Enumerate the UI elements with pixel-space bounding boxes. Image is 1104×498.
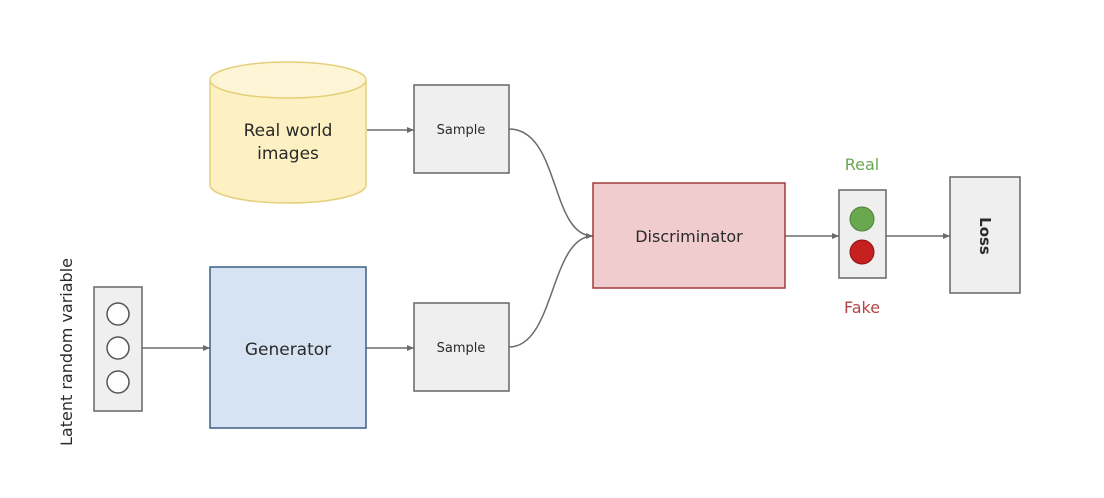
sample-fake-label: Sample	[437, 341, 486, 356]
real-label: Real	[845, 155, 880, 174]
edge-sample-real-to-discriminator	[508, 128, 594, 239]
fake-label: Fake	[844, 298, 880, 317]
sample-fake-node: Sample	[413, 302, 510, 392]
real-images-label-line2: images	[257, 144, 319, 164]
latent-circle	[106, 336, 130, 360]
latent-circle	[106, 302, 130, 326]
fake-indicator-icon	[849, 239, 875, 265]
discriminator-node: Discriminator	[592, 182, 786, 289]
real-images-node: Real world images	[209, 61, 367, 204]
real-indicator-icon	[849, 206, 875, 232]
edges	[132, 127, 950, 351]
latent-node: Latent random variable	[57, 258, 143, 446]
output-indicator-node: Real Fake	[838, 155, 887, 317]
latent-circle	[106, 370, 130, 394]
sample-real-node: Sample	[413, 84, 510, 174]
loss-label: Loss	[976, 217, 994, 255]
edge-sample-fake-to-discriminator	[508, 235, 594, 348]
loss-node: Loss	[949, 176, 1021, 294]
latent-label: Latent random variable	[57, 258, 76, 446]
discriminator-label: Discriminator	[635, 227, 743, 246]
generator-node: Generator	[209, 266, 367, 429]
sample-real-label: Sample	[437, 123, 486, 138]
real-images-label-line1: Real world	[244, 121, 333, 141]
database-cylinder-icon	[209, 80, 367, 204]
generator-label: Generator	[245, 340, 331, 360]
cylinder-top	[209, 61, 367, 99]
